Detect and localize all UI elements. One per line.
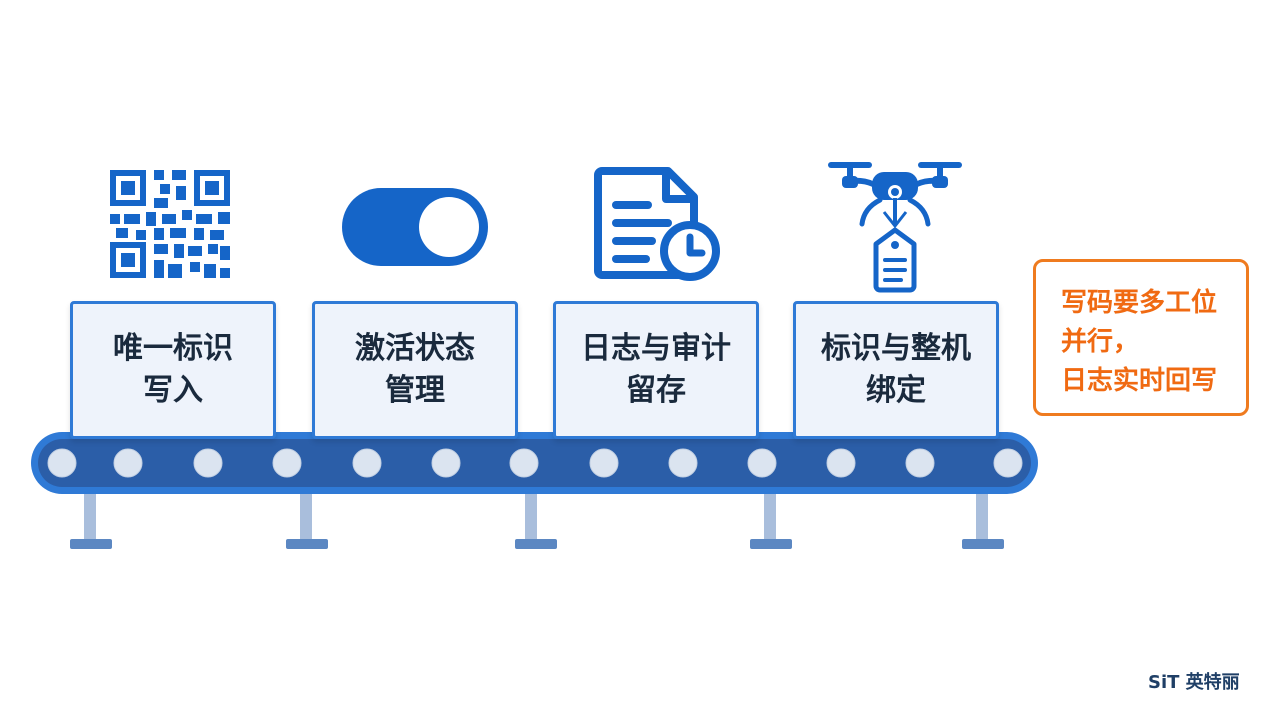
step-label-line1: 激活状态: [355, 331, 475, 366]
note-line1: 写码要多工位: [1061, 288, 1218, 318]
step-label-line1: 日志与审计: [581, 331, 731, 366]
toggle-switch-icon: [342, 188, 488, 266]
step-box-log-audit: 日志与审计 留存: [553, 301, 759, 439]
brand-logo-text: SiT 英特丽: [1148, 672, 1240, 693]
callout-note: 写码要多工位 并行， 日志实时回写: [1033, 259, 1249, 416]
conveyor-feet: [70, 539, 1004, 549]
step-box-activation-state: 激活状态 管理: [312, 301, 518, 439]
document-clock-icon: [594, 167, 720, 281]
step-label-line2: 管理: [385, 373, 445, 408]
drone-tag-icon: [828, 162, 962, 293]
belt-rollers: [47, 448, 1023, 478]
note-line2: 并行，: [1061, 327, 1140, 357]
step-label-line2: 绑定: [866, 373, 926, 408]
step-box-unique-id-write: 唯一标识 写入: [70, 301, 276, 439]
step-box-id-binding: 标识与整机 绑定: [793, 301, 999, 439]
step-label-line2: 写入: [143, 373, 203, 408]
conveyor-legs: [84, 490, 988, 542]
step-label-line2: 留存: [626, 373, 686, 408]
note-line3: 日志实时回写: [1061, 366, 1218, 396]
qr-code-icon: [110, 170, 230, 278]
step-label-line1: 唯一标识: [113, 331, 233, 366]
step-label-line1: 标识与整机: [821, 331, 971, 366]
